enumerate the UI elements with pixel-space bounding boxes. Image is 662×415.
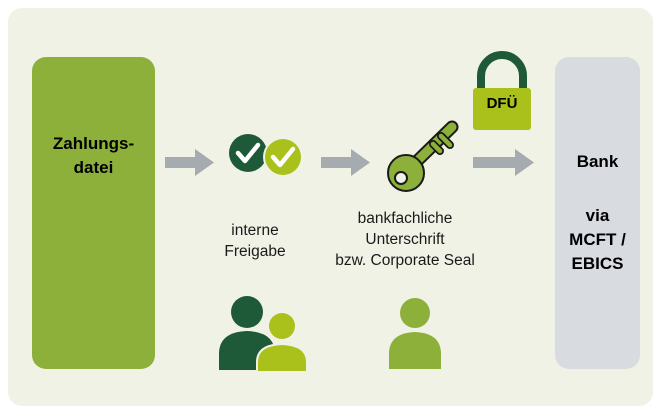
person-icon — [389, 298, 441, 369]
check-circle-icon — [229, 134, 267, 172]
bank-via-label: via — [585, 206, 610, 225]
bank-box — [555, 57, 640, 369]
padlock-icon — [473, 51, 531, 130]
signature-caption: bankfachliche Unterschrift bzw. Corporat… — [335, 210, 475, 269]
two-persons-icon — [219, 296, 308, 373]
dfu-label: DFÜ — [486, 95, 518, 112]
arrow-right-icon — [165, 149, 214, 176]
arrow-right-icon — [473, 149, 534, 176]
payment-file-label: Zahlungs- datei — [52, 134, 135, 177]
arrow-right-icon — [321, 149, 370, 176]
payment-file-box — [32, 57, 155, 369]
bank-title: Bank — [576, 152, 619, 171]
bank-protocols: MCFT / EBICS — [569, 230, 626, 273]
key-icon — [387, 120, 459, 192]
check-circle-icon — [263, 137, 303, 177]
approval-caption: interne Freigabe — [224, 222, 286, 260]
